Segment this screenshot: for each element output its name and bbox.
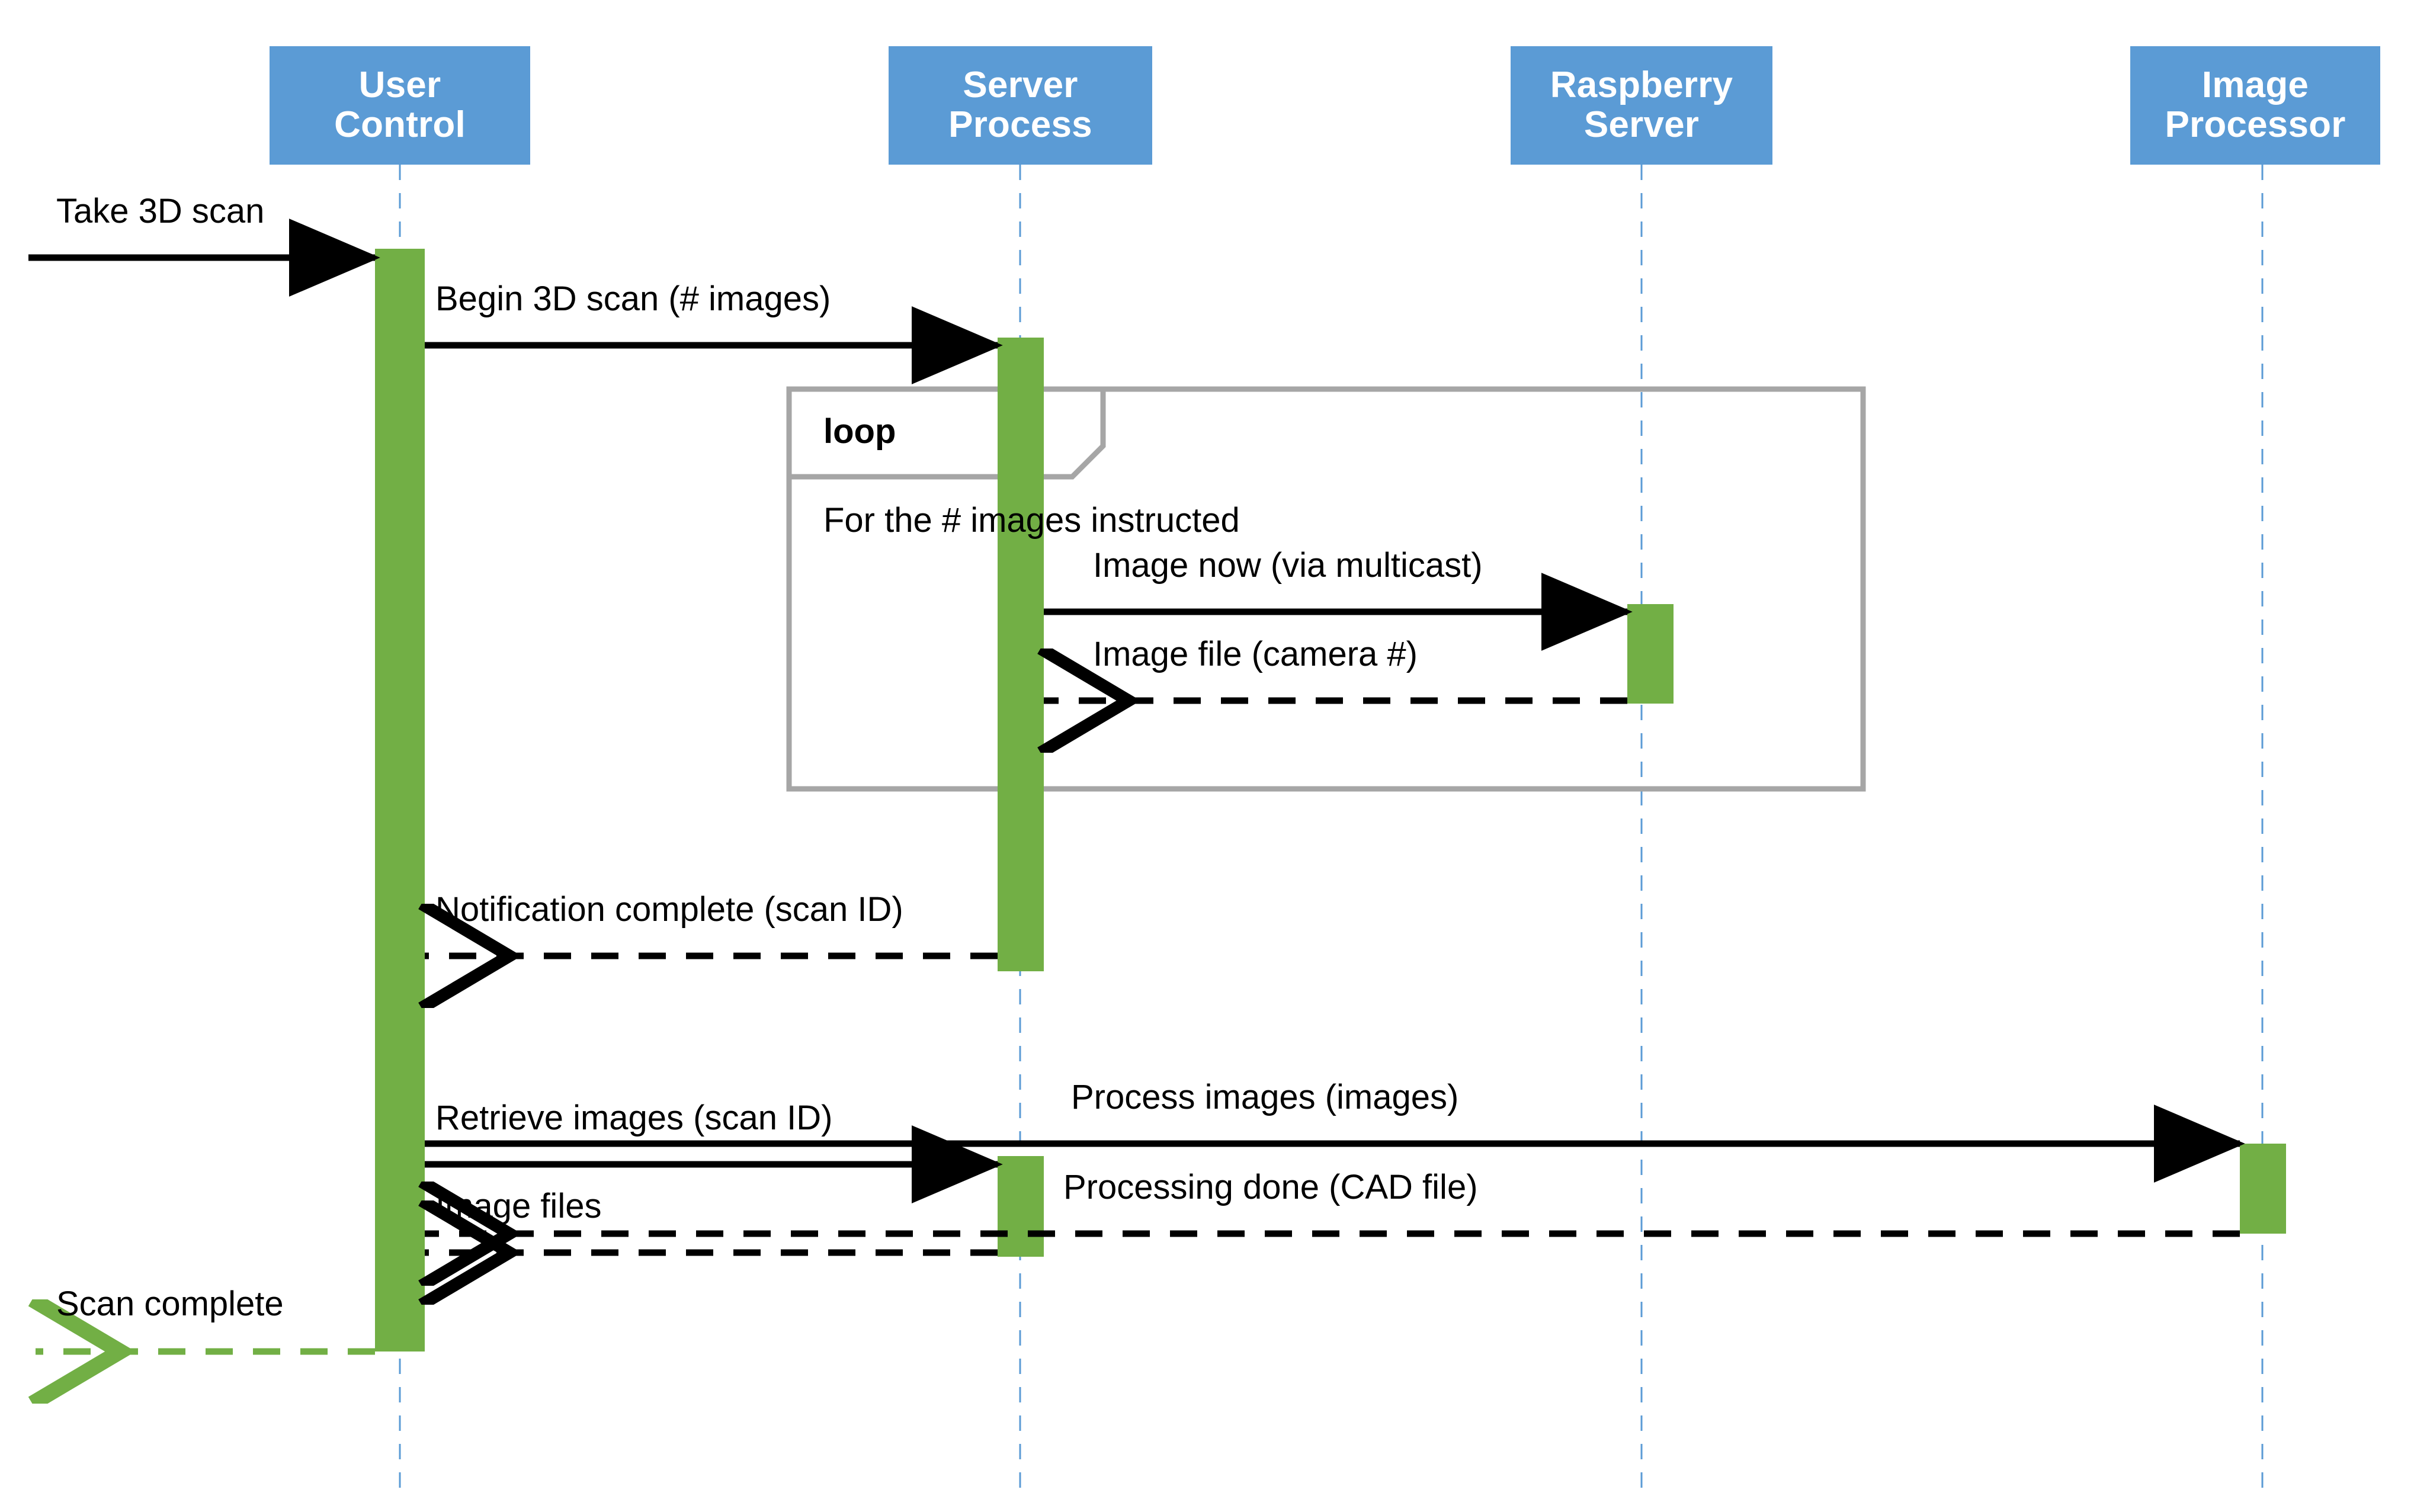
activation-bars-group: [375, 249, 2286, 1352]
participant-image-processor[interactable]: Image Processor: [2130, 46, 2380, 165]
message-label-image-now: Image now (via multicast): [1093, 546, 1483, 585]
activation-bar-server-process: [998, 1156, 1044, 1257]
participant-label-line1: Raspberry: [1550, 65, 1733, 106]
loop-fragment-rect: [786, 386, 1866, 792]
participant-label-line2: Processor: [2165, 104, 2346, 145]
message-label-scan-complete: Scan complete: [56, 1285, 284, 1323]
message-label-retrieve-images: Retrieve images (scan ID): [435, 1099, 833, 1137]
lifelines-group: [399, 165, 2264, 1491]
loop-fragment-tag: [789, 389, 1106, 480]
message-label-notification-complete: Notification complete (scan ID): [435, 890, 903, 929]
participant-label-line1: Image: [2201, 65, 2309, 106]
message-label-image-files: Image files: [435, 1187, 602, 1225]
activation-bar-raspberry-server: [1627, 604, 1674, 704]
activation-bar-image-processor: [2240, 1144, 2286, 1234]
message-label-processing-done: Processing done (CAD file): [1063, 1168, 1478, 1206]
participant-label-line2: Server: [1583, 104, 1700, 145]
activation-bar-user-control: [375, 249, 425, 1352]
loop-fragment-frame: [786, 386, 1866, 792]
participant-raspberry-server[interactable]: Raspberry Server: [1511, 46, 1772, 165]
participant-user-control[interactable]: User Control: [270, 46, 530, 165]
message-label-begin-3d-scan: Begin 3D scan (# images): [435, 280, 831, 318]
participant-label-line2: Process: [948, 104, 1092, 145]
loop-condition-label: For the # images instructed: [823, 501, 1240, 540]
participant-label-line2: Control: [334, 104, 466, 145]
participant-label-line1: Server: [963, 65, 1078, 106]
message-label-process-images: Process images (images): [1071, 1078, 1459, 1116]
message-arrows-group: [28, 219, 2245, 1352]
loop-operator-label: loop: [823, 412, 896, 451]
message-label-take-3d-scan: Take 3D scan: [56, 192, 265, 230]
message-label-image-file: Image file (camera #): [1093, 635, 1418, 673]
participant-server-process[interactable]: Server Process: [889, 46, 1152, 165]
activation-bar-server-process: [998, 338, 1044, 971]
participant-label-line1: User: [358, 65, 441, 106]
